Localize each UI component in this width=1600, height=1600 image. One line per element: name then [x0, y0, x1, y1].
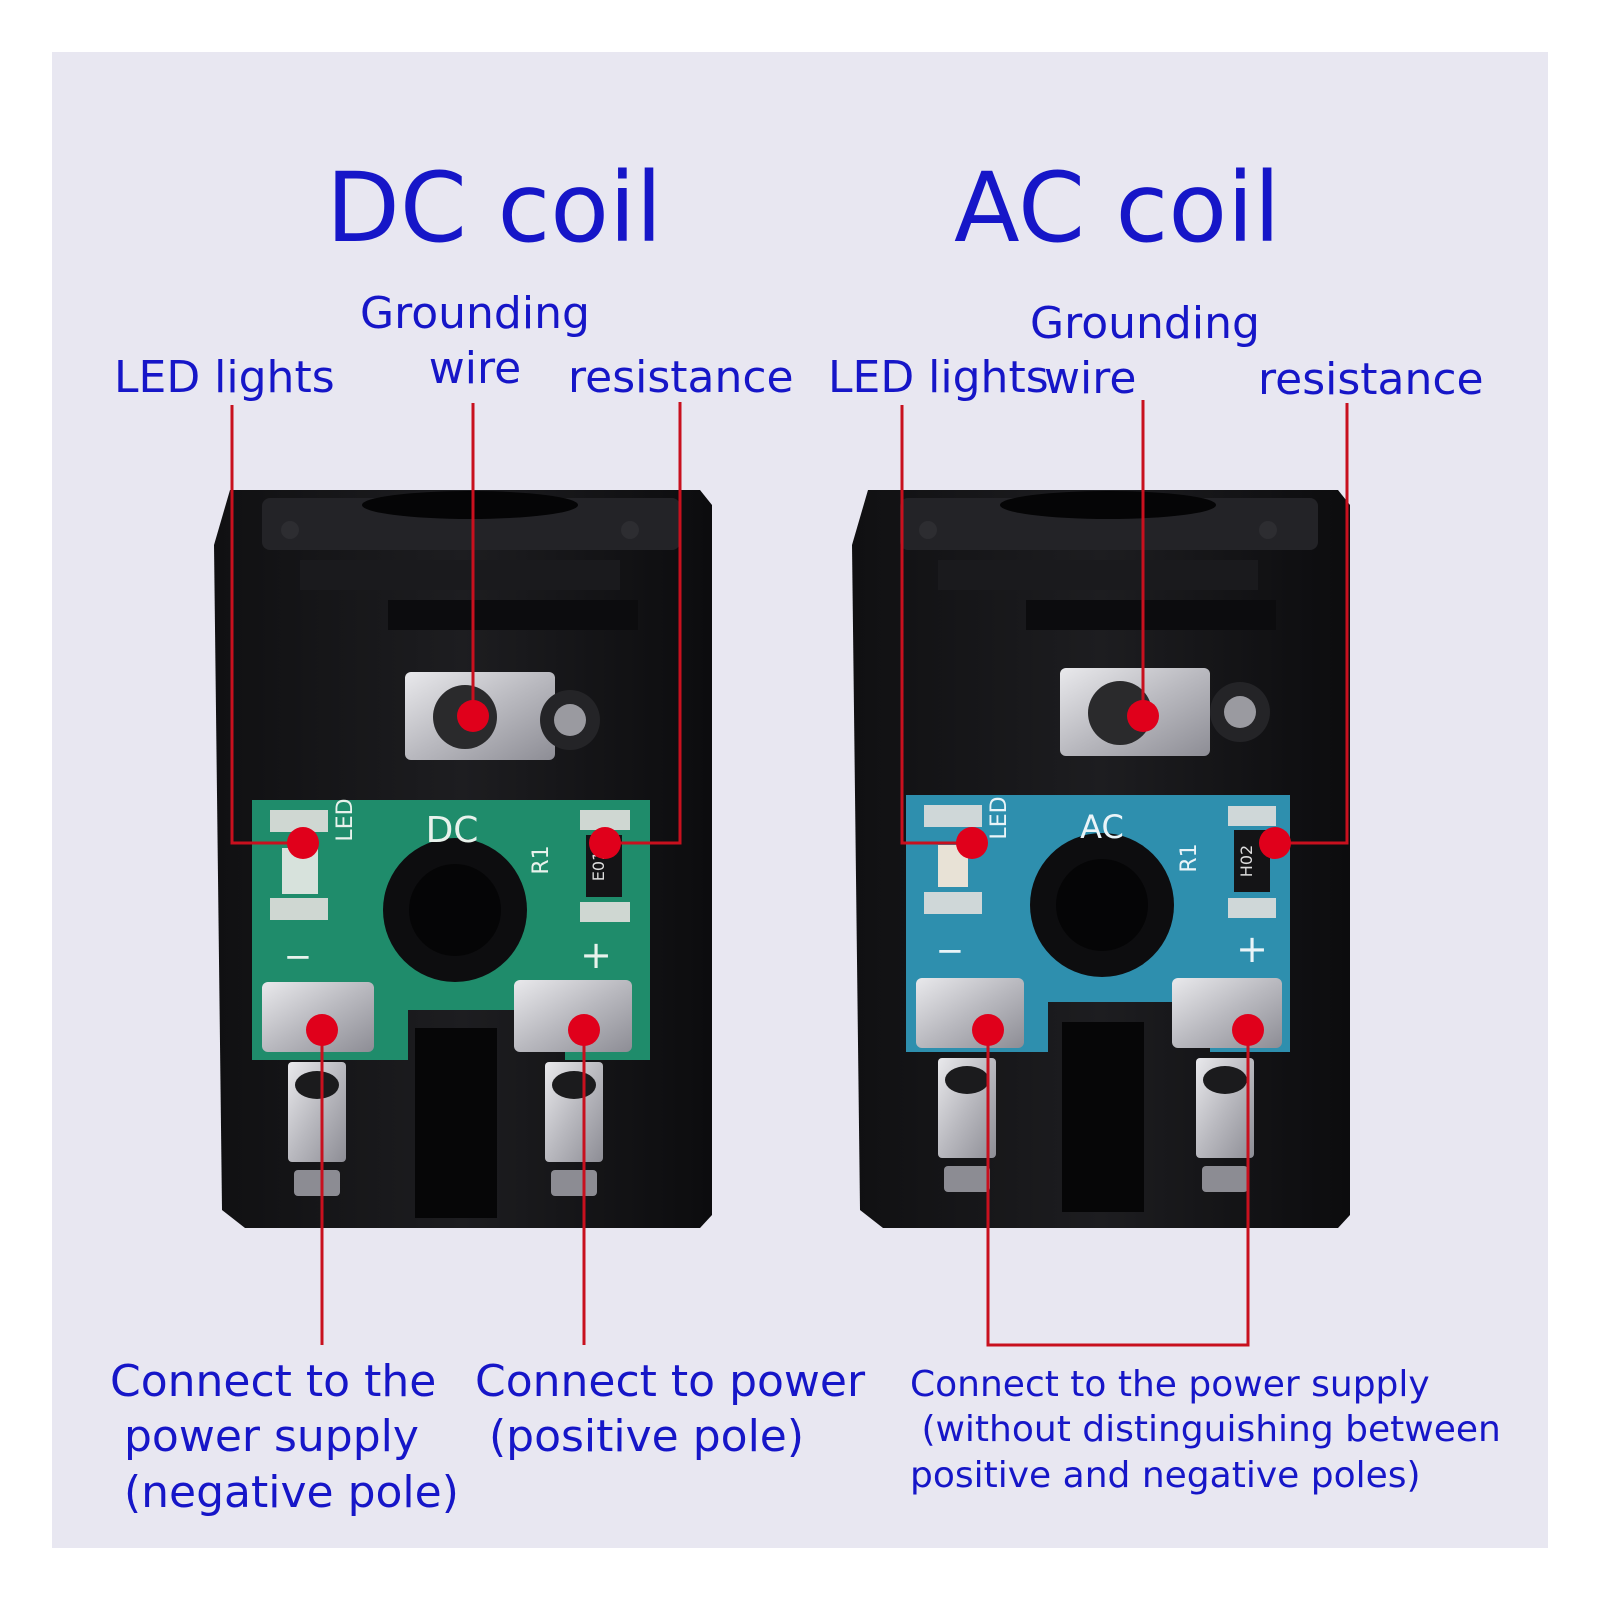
- dc-resistor-mark: R1: [529, 845, 554, 874]
- leader-lines: [230, 400, 1349, 1347]
- ac-resistance-marker: [1259, 827, 1291, 859]
- dc-negative-caption: Connect to the power supply (negative po…: [110, 1356, 459, 1518]
- dc-ground-label: Grounding wire: [360, 288, 590, 395]
- ac-left-marker: [972, 1014, 1004, 1046]
- ac-minus-mark: −: [936, 931, 965, 971]
- ac-right-marker: [1232, 1014, 1264, 1046]
- dc-negative-marker: [306, 1014, 338, 1046]
- dc-pcb: LED DC R1 E01 − +: [252, 798, 650, 1060]
- dc-minus-mark: −: [284, 937, 313, 977]
- dc-positive-caption: Connect to power (positive pole): [475, 1356, 866, 1463]
- markers: [287, 700, 1291, 1046]
- dc-board-mark: DC: [426, 810, 479, 851]
- dc-resistance-leader: [605, 402, 682, 845]
- ac-resistance-label: resistance: [1258, 354, 1484, 405]
- ac-resistor-code: H02: [1237, 845, 1256, 877]
- ac-led-marker: [956, 827, 988, 859]
- dc-led-mark: LED: [333, 798, 358, 841]
- ac-supply-caption: Connect to the power supply (without dis…: [910, 1364, 1501, 1496]
- dc-resistance-label: resistance: [568, 352, 794, 403]
- dc-plus-mark: +: [580, 933, 612, 977]
- ac-led-label: LED lights: [828, 352, 1049, 403]
- ac-led-mark: LED: [987, 796, 1012, 839]
- ac-ground-marker: [1127, 700, 1159, 732]
- ac-supply-leader: [986, 1030, 1250, 1347]
- dc-ground-marker: [457, 700, 489, 732]
- dc-connector: LED DC R1 E01 − +: [214, 490, 712, 1228]
- ac-connector: LED AC R1 H02 − +: [852, 490, 1350, 1228]
- ac-title: AC coil: [954, 152, 1281, 264]
- dc-led-marker: [287, 827, 319, 859]
- ac-board-mark: AC: [1080, 808, 1124, 846]
- dc-positive-terminal: [514, 980, 632, 1052]
- ac-ground-label: Grounding wire: [1030, 298, 1260, 405]
- ac-terminal-right: [1172, 978, 1282, 1048]
- dc-led-label: LED lights: [114, 352, 335, 403]
- ac-resistance-leader: [1275, 403, 1349, 845]
- dc-title: DC coil: [326, 152, 663, 264]
- ac-terminal-left: [916, 978, 1024, 1048]
- ac-led-leader: [900, 405, 970, 845]
- dc-led-leader: [230, 405, 300, 845]
- ac-plus-mark: +: [1236, 927, 1268, 971]
- dc-positive-marker: [568, 1014, 600, 1046]
- ac-resistor-mark: R1: [1177, 843, 1202, 872]
- dc-resistance-marker: [589, 827, 621, 859]
